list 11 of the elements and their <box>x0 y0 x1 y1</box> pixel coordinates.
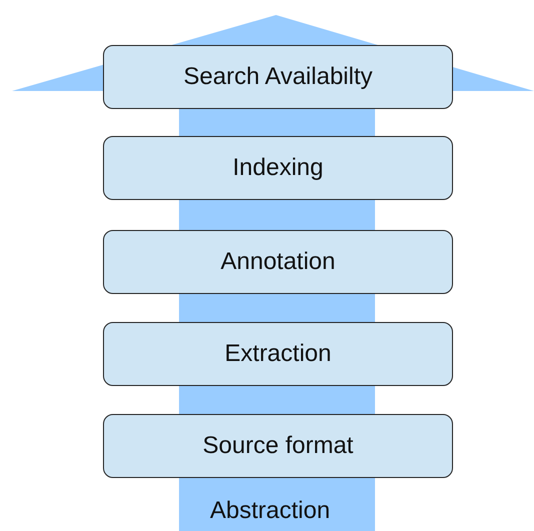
step-label: Annotation <box>220 248 336 276</box>
process-box <box>103 136 453 200</box>
axis-label: Abstraction <box>210 497 330 525</box>
step-label: Indexing <box>232 154 324 182</box>
process-box <box>103 230 453 294</box>
process-box <box>103 322 453 386</box>
process-box <box>103 45 453 109</box>
step-label: Search Availabilty <box>184 63 372 91</box>
process-box <box>103 414 453 478</box>
step-label: Extraction <box>224 340 332 368</box>
step-label: Source format <box>202 432 354 460</box>
